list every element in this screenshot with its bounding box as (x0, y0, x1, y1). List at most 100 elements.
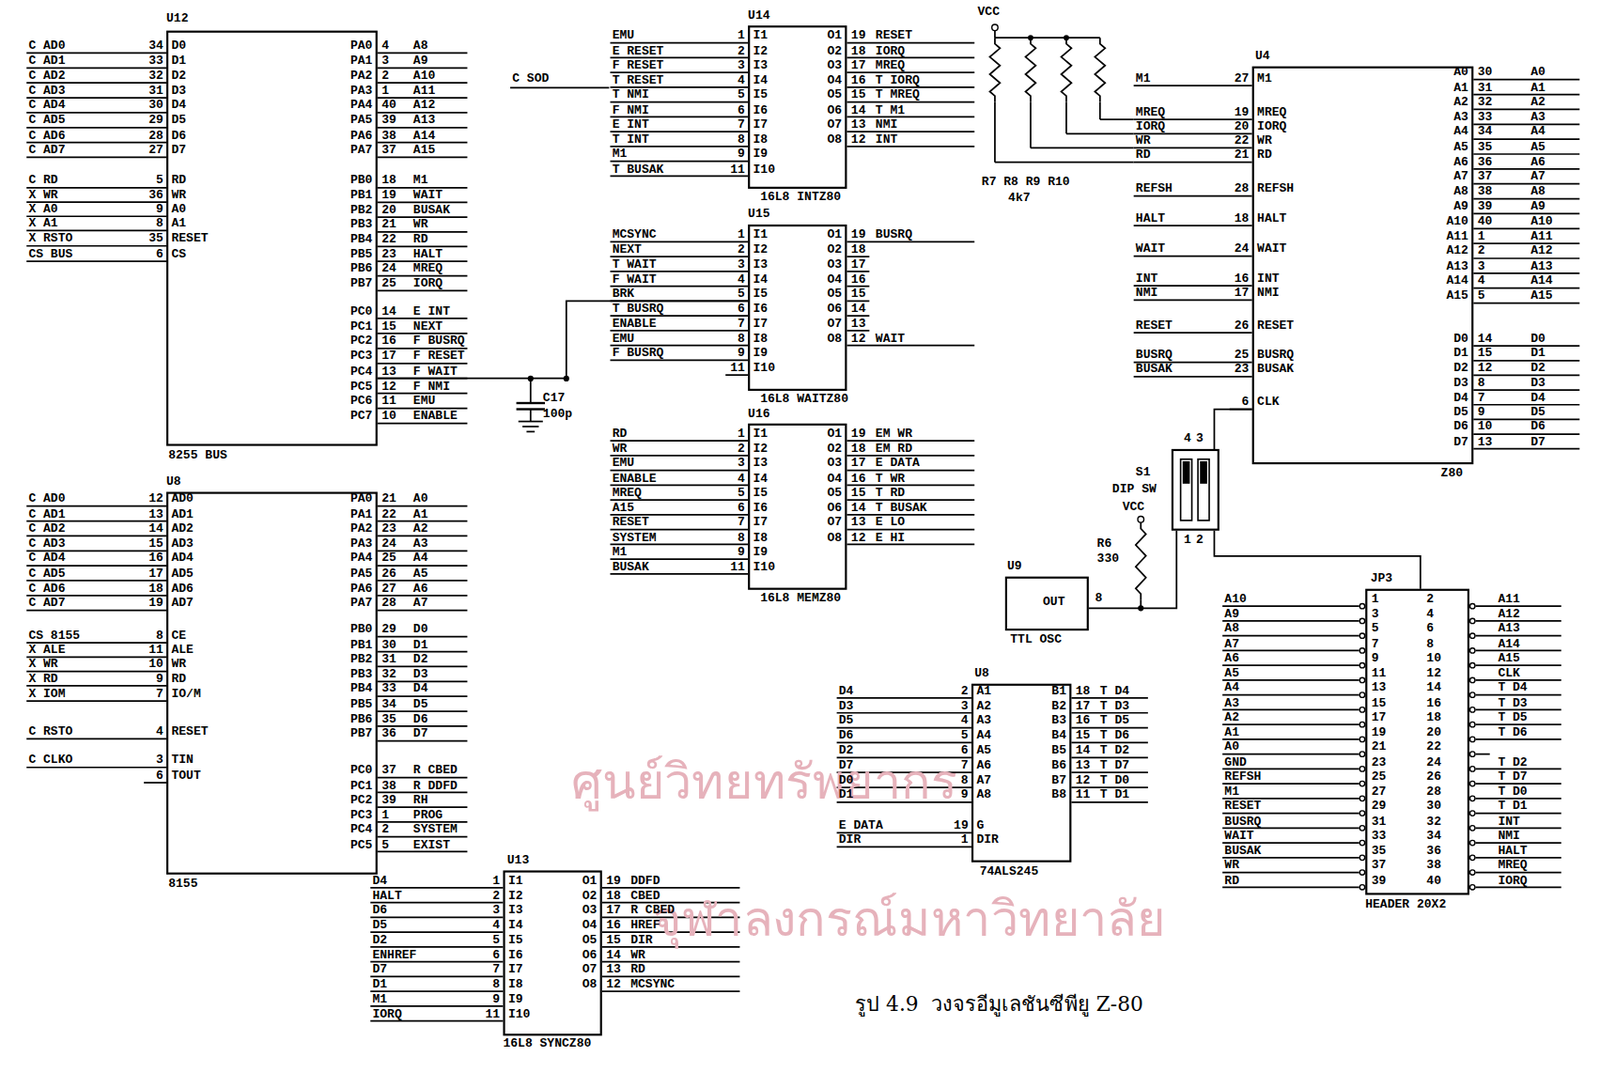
pin-circle (1470, 736, 1476, 742)
pin-number: 8 (155, 629, 164, 643)
signal-name: M1 (612, 147, 628, 161)
signal-name: A7 (1530, 170, 1546, 185)
pin-number: 5 (737, 88, 746, 102)
pin-number: 4 (381, 39, 389, 53)
pin-circle (1359, 677, 1365, 683)
signal-name: F WAIT (413, 365, 458, 379)
signal-name: E DATA (838, 819, 884, 833)
pin-name: O1 (826, 228, 842, 242)
pin-number: 11 (1371, 667, 1387, 681)
signal-name: A6 (1224, 652, 1240, 666)
pin-number: 1 (961, 833, 969, 847)
vcc-terminal (1137, 516, 1145, 524)
signal-name: RESET (1224, 800, 1261, 814)
pin-number: 13 (148, 507, 164, 521)
pin-name: O1 (826, 29, 842, 43)
pin-name: D4 (170, 99, 187, 113)
pin-number: 29 (1371, 800, 1387, 814)
signal-name: MREQ (1135, 106, 1166, 120)
pin-number: 29 (148, 114, 164, 128)
pin-name: PB4 (350, 683, 373, 697)
signal-name: PROG (413, 808, 443, 823)
ground-symbol (526, 431, 535, 434)
capacitor-plate (516, 402, 545, 404)
signal-name: CLK (1497, 667, 1520, 681)
pin-name: I4 (508, 918, 524, 933)
signal-name: A9 (413, 54, 429, 68)
signal-name: T D2 (1100, 744, 1130, 758)
pin-number: 22 (381, 507, 397, 521)
pin-name: D1 (170, 54, 187, 68)
signal-name: GND (1224, 755, 1246, 769)
pin-number: 30 (1426, 800, 1442, 814)
pin-number: 10 (148, 658, 164, 672)
signal-name: SYSTEM (413, 823, 458, 837)
signal-name: A1 (1224, 726, 1240, 740)
signal-name: INT (1497, 814, 1520, 828)
pin-circle (1470, 839, 1476, 845)
wire (609, 439, 748, 442)
pin-number: 6 (1426, 622, 1434, 637)
signal-name: A14 (413, 128, 435, 142)
signal-name: T D4 (1497, 682, 1527, 696)
wire (1222, 694, 1360, 697)
signal-name: T BUSRQ (612, 302, 665, 316)
pin-number: 4 (737, 273, 746, 287)
pin-name: PA7 (350, 143, 373, 157)
pin-name: O7 (826, 317, 842, 331)
ic-chip: U12D0D1D2D3D4D5D6D7RDWRA0A1RESETCSPA0PA1… (166, 31, 378, 447)
pin-number: 17 (851, 59, 867, 73)
pin-number: 17 (381, 350, 397, 364)
pin-number: 39 (381, 114, 397, 128)
signal-name: D4 (413, 683, 429, 697)
wire (846, 71, 975, 74)
pin-name: I6 (753, 302, 769, 316)
switch-slot (1180, 459, 1193, 521)
signal-name: WR (1224, 858, 1240, 872)
signal-name: A6 (413, 582, 429, 596)
pin-name: O1 (826, 427, 842, 441)
pin-circle (1470, 692, 1476, 698)
signal-name: E INT (413, 305, 451, 319)
pin-name: O2 (826, 442, 842, 456)
wire (1099, 102, 1102, 120)
pin-number: 8 (737, 530, 746, 544)
pin-number: 19 (851, 427, 867, 441)
pin-name: WAIT (1257, 242, 1287, 256)
pin-name: PA2 (350, 69, 373, 83)
oscillator-box: U9OUTTTL OSC (1005, 576, 1089, 632)
signal-name: D7 (1530, 435, 1546, 450)
pin-number: 39 (381, 793, 397, 808)
signal-name: A1 (413, 507, 429, 521)
pin-circle (1470, 603, 1476, 608)
pin-name: B1 (1051, 684, 1067, 699)
signal-name: MREQ (413, 263, 443, 277)
pin-number: 37 (1371, 858, 1387, 872)
pin-circle (1470, 721, 1476, 727)
part-designator: U8 (166, 475, 182, 489)
switch-symbol (1173, 450, 1218, 529)
signal-name: A10 (1530, 215, 1553, 229)
ic-chip: U8A1A2A3A4A5A6A7A8GDIRB1B2B3B4B5B6B7B874… (971, 683, 1072, 863)
pin-number: 25 (1371, 770, 1387, 784)
part-value: 330 (1097, 553, 1119, 567)
pin-number: 8 (737, 133, 746, 147)
pin-name: A1 (976, 684, 992, 699)
pin-name: O7 (582, 963, 598, 977)
signal-name: X A1 (28, 217, 58, 231)
pin-number: 13 (1371, 682, 1387, 696)
pin-number: 9 (1371, 652, 1380, 666)
pin-number: 8 (1094, 591, 1103, 606)
pin-number: 4 (155, 725, 164, 739)
pin-number: 1 (737, 29, 746, 43)
signal-name: EMU (612, 29, 635, 43)
pin-number: 24 (381, 263, 397, 277)
signal-name: C AD0 (28, 493, 65, 507)
pin-name: I5 (753, 88, 769, 102)
pin-number: 18 (851, 243, 867, 257)
signal-name: IORQ (1135, 120, 1166, 134)
pin-number: 17 (851, 258, 867, 272)
pin-name: PB0 (350, 174, 373, 188)
signal-name: D1 (838, 789, 855, 803)
wire-connector (1088, 530, 1177, 609)
